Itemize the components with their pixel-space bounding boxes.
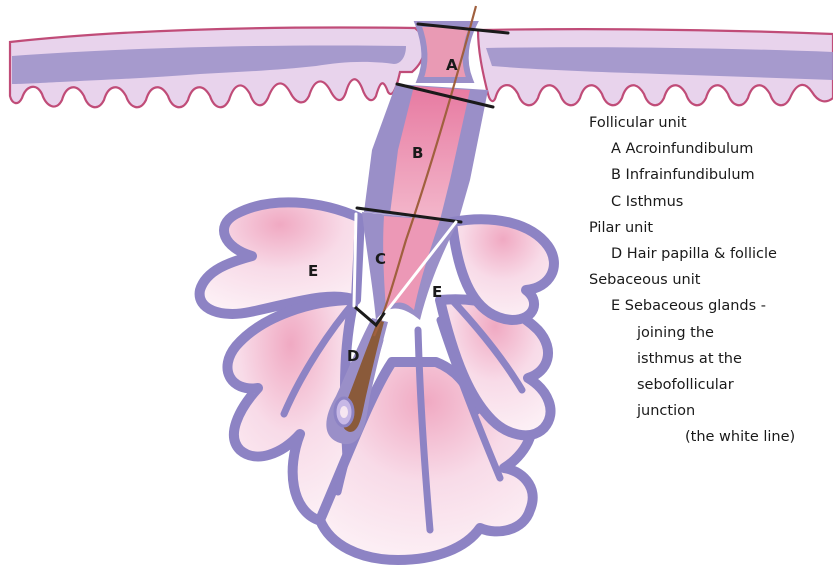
label-e-right: E [432, 283, 442, 301]
epidermis-right [478, 29, 833, 105]
legend-item-e-line4: sebofollicular [589, 372, 829, 398]
legend-pilar-unit: Pilar unit [589, 215, 829, 241]
legend-item-e: E Sebaceous glands - [589, 293, 829, 319]
legend-item-e-line2: joining the [589, 320, 829, 346]
legend-item-e-line5: junction [589, 398, 829, 424]
legend-item-c: C Isthmus [589, 189, 829, 215]
follicle-shaft [364, 84, 488, 222]
label-e-left: E [308, 262, 318, 280]
epidermis-left [10, 28, 425, 108]
legend-item-e-line3: isthmus at the [589, 346, 829, 372]
label-c: C [375, 250, 386, 268]
legend-item-e-line6: (the white line) [589, 424, 829, 450]
legend-item-d: D Hair papilla & follicle [589, 241, 829, 267]
legend: Follicular unit A Acroinfundibulum B Inf… [589, 110, 829, 450]
legend-item-a: A Acroinfundibulum [589, 136, 829, 162]
label-a: A [446, 56, 458, 74]
label-d: D [347, 347, 359, 365]
legend-sebaceous-unit: Sebaceous unit [589, 267, 829, 293]
label-b: B [412, 144, 423, 162]
legend-item-b: B Infrainfundibulum [589, 162, 829, 188]
legend-follicular-unit: Follicular unit [589, 110, 829, 136]
